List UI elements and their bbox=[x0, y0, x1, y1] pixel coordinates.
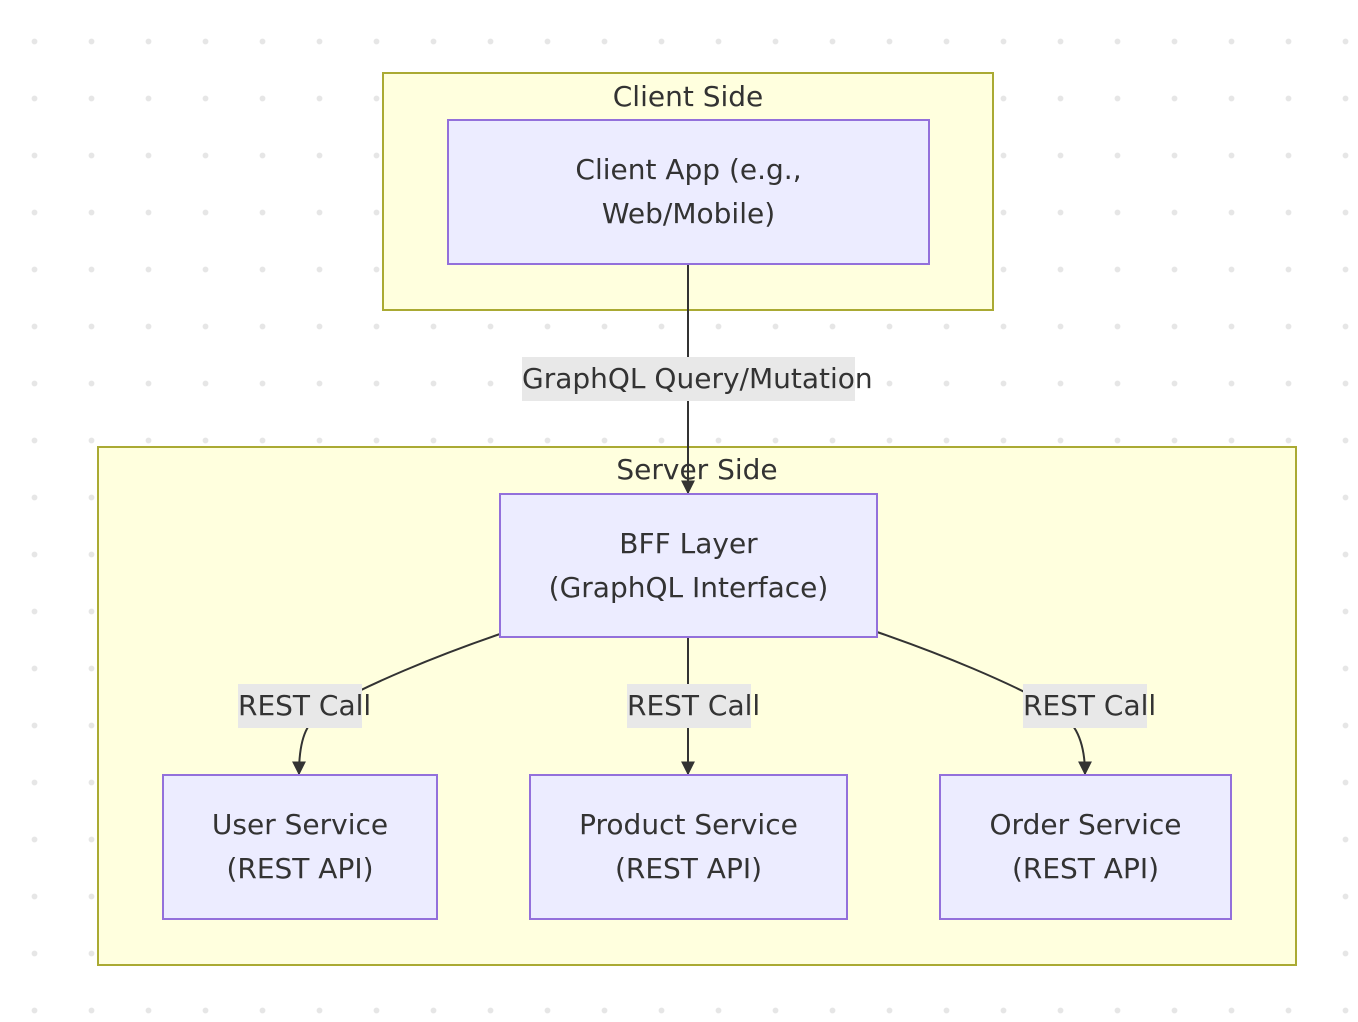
node-client-app-line2: Web/Mobile) bbox=[601, 197, 776, 230]
node-product-service-line2: (REST API) bbox=[614, 852, 763, 885]
node-bff-layer: BFF Layer (GraphQL Interface) bbox=[499, 493, 878, 638]
edge-label-rest-call-order: REST Call bbox=[1023, 684, 1156, 728]
node-client-app-line1: Client App (e.g., bbox=[575, 153, 802, 186]
node-product-service-line1: Product Service bbox=[579, 808, 798, 841]
edge-label-graphql-query-mutation: GraphQL Query/Mutation bbox=[522, 357, 873, 401]
cluster-title-server-side: Server Side bbox=[616, 453, 778, 486]
node-bff-layer-line1: BFF Layer bbox=[619, 526, 758, 560]
node-user-service-line1: User Service bbox=[211, 808, 389, 841]
edge-label-rest-call-user: REST Call bbox=[238, 684, 371, 728]
cluster-title-client-side: Client Side bbox=[612, 80, 764, 113]
node-order-service-line1: Order Service bbox=[989, 808, 1182, 841]
node-order-service-line2: (REST API) bbox=[1011, 852, 1160, 885]
node-order-service: Order Service (REST API) bbox=[939, 774, 1232, 920]
edge-label-rest-call-product: REST Call bbox=[627, 684, 760, 728]
node-bff-layer-line2: (GraphQL Interface) bbox=[548, 570, 829, 604]
node-user-service: User Service (REST API) bbox=[162, 774, 438, 920]
node-user-service-line2: (REST API) bbox=[226, 852, 374, 885]
node-product-service: Product Service (REST API) bbox=[529, 774, 848, 920]
node-client-app: Client App (e.g., Web/Mobile) bbox=[447, 119, 930, 265]
